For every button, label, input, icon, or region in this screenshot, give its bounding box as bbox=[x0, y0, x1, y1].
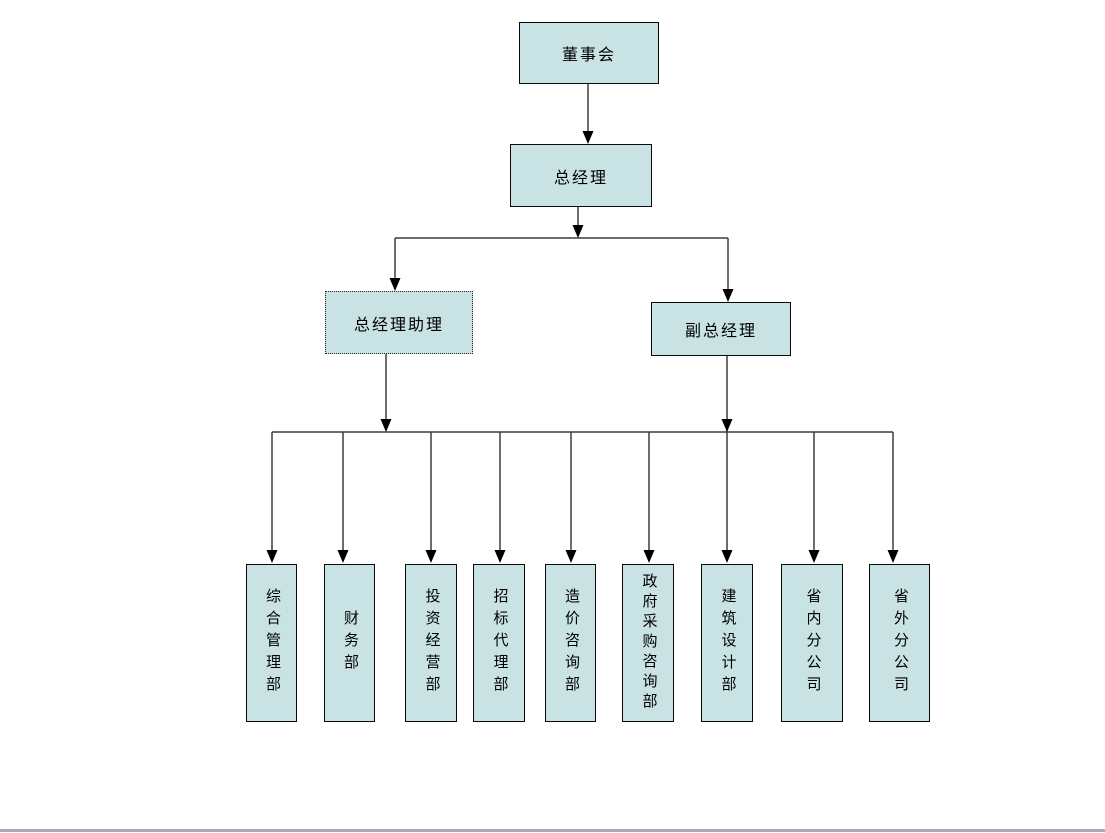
org-node-dept-9-label: 省外分公司 bbox=[892, 588, 908, 698]
org-node-dept-6-label: 政府采购咨询部 bbox=[640, 573, 657, 713]
org-node-dept-8[interactable]: 省内分公司 bbox=[781, 564, 843, 722]
org-node-dept-4-label: 招标代理部 bbox=[491, 588, 508, 698]
org-node-gm-assistant-label: 总经理助理 bbox=[353, 316, 444, 334]
org-node-dept-7-label: 建筑设计部 bbox=[719, 588, 736, 698]
org-node-dept-3[interactable]: 投资经营部 bbox=[405, 564, 457, 722]
org-node-dept-3-label: 投资经营部 bbox=[423, 588, 440, 698]
org-node-dept-9[interactable]: 省外分公司 bbox=[869, 564, 930, 722]
org-node-dept-4[interactable]: 招标代理部 bbox=[473, 564, 525, 722]
org-node-deputy-gm[interactable]: 副总经理 bbox=[651, 302, 791, 356]
org-node-dept-1[interactable]: 综合管理部 bbox=[246, 564, 297, 722]
org-node-dept-8-label: 省内分公司 bbox=[804, 588, 821, 698]
org-node-dept-5[interactable]: 造价咨询部 bbox=[545, 564, 596, 722]
org-node-deputy-gm-label: 副总经理 bbox=[684, 323, 757, 340]
org-node-dept-5-label: 造价咨询部 bbox=[563, 588, 579, 698]
org-node-general-manager[interactable]: 总经理 bbox=[510, 144, 652, 207]
org-node-gm-assistant[interactable]: 总经理助理 bbox=[325, 291, 473, 354]
org-node-dept-2-label: 财务部 bbox=[342, 610, 358, 676]
org-node-general-manager-label: 总经理 bbox=[553, 169, 608, 187]
window-bottom-edge bbox=[0, 829, 1105, 832]
arrowhead-icons bbox=[266, 131, 899, 563]
org-node-dept-6[interactable]: 政府采购咨询部 bbox=[622, 564, 674, 722]
org-node-dept-7[interactable]: 建筑设计部 bbox=[701, 564, 753, 722]
org-node-dept-2[interactable]: 财务部 bbox=[324, 564, 375, 722]
org-node-dept-1-label: 综合管理部 bbox=[264, 588, 280, 698]
connector-edges bbox=[271, 84, 894, 552]
org-node-board[interactable]: 董事会 bbox=[519, 22, 659, 84]
org-node-board-label: 董事会 bbox=[561, 47, 616, 64]
